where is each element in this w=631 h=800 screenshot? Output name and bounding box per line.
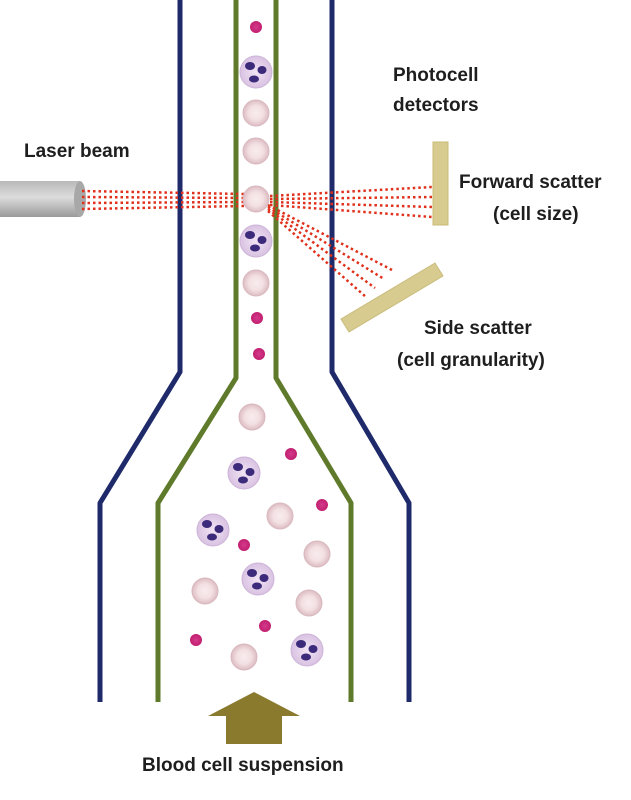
- red-blood-cell: [266, 502, 294, 530]
- outer-tube-left-wall: [97, 0, 183, 702]
- inner-tube-left-wall: [155, 0, 239, 702]
- platelet: [285, 448, 297, 460]
- laser-emitter-icon: [0, 181, 86, 217]
- blood-cell-suspension-label: Blood cell suspension: [142, 755, 344, 776]
- white-blood-cell: [227, 456, 261, 490]
- laser-beam: [81, 189, 245, 211]
- outer-tube-right-wall: [329, 0, 412, 702]
- white-blood-cell: [239, 55, 273, 89]
- red-blood-cell: [242, 269, 270, 297]
- red-blood-cell: [303, 540, 331, 568]
- inner-tube-right-wall: [273, 0, 354, 702]
- white-blood-cell: [239, 224, 273, 258]
- platelet: [238, 539, 250, 551]
- cells-narrow-channel: [239, 21, 273, 360]
- red-blood-cell: [242, 137, 270, 165]
- platelet: [190, 634, 202, 646]
- platelet: [251, 312, 263, 324]
- side-detector-plate-icon: [340, 262, 444, 333]
- forward-detector-plate-icon: [432, 141, 449, 226]
- side-scatter-rays: [267, 203, 393, 298]
- red-blood-cell: [242, 99, 270, 127]
- platelet: [259, 620, 271, 632]
- photocell-label-line2: detectors: [393, 95, 479, 116]
- white-blood-cell: [290, 633, 324, 667]
- white-blood-cell: [241, 562, 275, 596]
- flow-arrow-icon: [208, 692, 300, 744]
- forward-scatter-rays: [269, 185, 433, 219]
- red-blood-cell: [295, 589, 323, 617]
- red-blood-cell: [242, 185, 270, 213]
- platelet: [250, 21, 262, 33]
- side-scatter-label-line1: Side scatter: [424, 318, 532, 339]
- platelet: [316, 499, 328, 511]
- photocell-label-line1: Photocell: [393, 65, 479, 86]
- forward-scatter-label-line2: (cell size): [493, 204, 579, 225]
- platelet: [253, 348, 265, 360]
- side-scatter-label-line2: (cell granularity): [397, 350, 545, 371]
- forward-scatter-label-line1: Forward scatter: [459, 172, 602, 193]
- cells-wide-chamber: [190, 403, 331, 671]
- laser-beam-label: Laser beam: [24, 141, 130, 162]
- red-blood-cell: [230, 643, 258, 671]
- red-blood-cell: [238, 403, 266, 431]
- red-blood-cell: [191, 577, 219, 605]
- white-blood-cell: [196, 513, 230, 547]
